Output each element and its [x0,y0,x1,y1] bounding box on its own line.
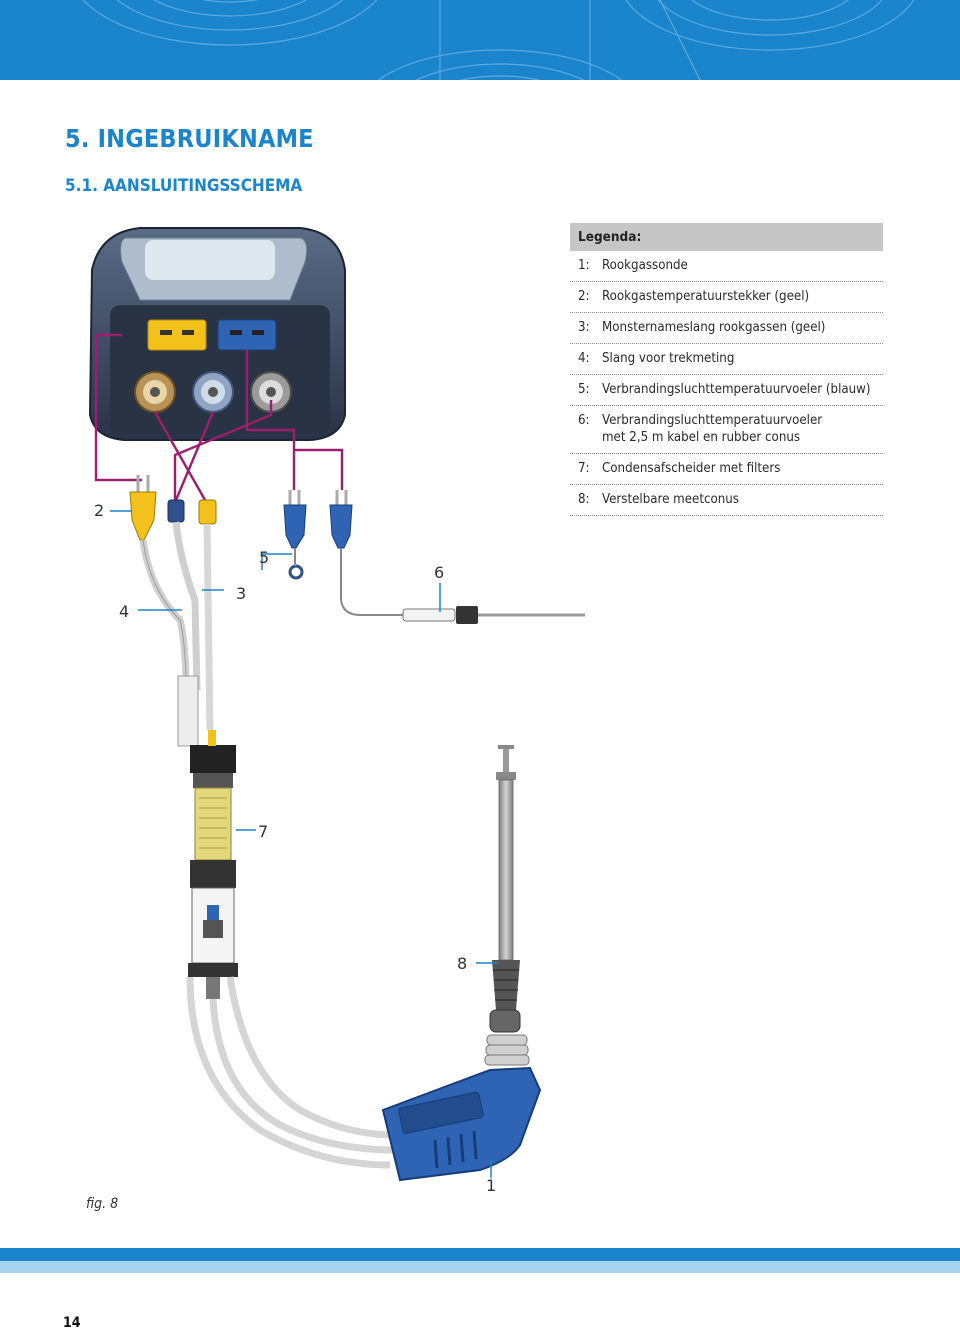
legend-item-label: Verbrandingsluchttemperatuurvoeler (blau… [602,382,871,397]
yellow-thermocouple-plug [129,475,157,541]
callout-leaders [110,510,498,1178]
legend-item-number: 4: [578,351,590,366]
blue-probe-cable-plug [329,490,585,624]
legend-item-label: Verbrandingsluchttemperatuurvoeler [602,413,823,428]
legend-item-number: 2: [578,289,590,304]
callout-4: 4 [119,602,130,621]
legend-item-label: Rookgastemperatuurstekker (geel) [602,289,810,304]
figure-caption: fig. 8 [86,1196,119,1212]
legend-box: Legenda: 1: Rookgassonde 2: Rookgastempe… [570,223,883,516]
callout-3: 3 [236,584,247,603]
legend-title: Legenda: [570,223,883,251]
legend-item: 5: Verbrandingsluchttemperatuurvoeler (b… [570,375,883,406]
header-banner [0,0,960,80]
callout-1: 1 [486,1176,497,1195]
callout-7: 7 [258,822,269,841]
legend-item-label: Slang voor trekmeting [602,351,735,366]
callout-2: 2 [94,501,105,520]
legend-item-number: 5: [578,382,590,397]
callout-6: 6 [434,563,445,582]
footer-band [0,1248,960,1261]
section-title: 5.1. AANSLUITINGSSCHEMA [65,176,303,196]
hoses [139,521,214,747]
legend-item-label: Condensafscheider met filters [602,461,781,476]
legend-item: 6: Verbrandingsluchttemperatuurvoeler me… [570,406,883,454]
legend-item: 1: Rookgassonde [570,251,883,282]
analyzer-device [88,227,346,441]
banner-swirl-decoration [82,0,915,80]
legend-item-number: 7: [578,461,590,476]
hoses-to-probe [186,976,396,1169]
legend-item-label: Monsternameslang rookgassen (geel) [602,320,826,335]
legend-item-number: 8: [578,492,590,507]
callout-8: 8 [457,954,468,973]
legend-item-number: 1: [578,258,590,273]
connection-diagram [88,227,585,1182]
blue-socket [217,319,277,351]
gas-hose-connector-yellow [198,499,217,525]
condensate-trap [188,730,238,999]
legend-item: 4: Slang voor trekmeting [570,344,883,375]
blue-temperature-plug [283,490,307,580]
legend-item-label: Rookgassonde [602,258,688,273]
page-number: 14 [63,1315,81,1331]
flue-gas-probe [381,745,542,1182]
gas-hose-connector-blue [167,499,185,523]
yellow-socket [147,319,207,351]
callout-5: 5 [259,548,270,567]
legend-item-label-block: Verbrandingsluchttemperatuurvoeler met 2… [602,412,883,446]
legend-item: 2: Rookgastemperatuurstekker (geel) [570,282,883,313]
connection-lines [94,333,344,501]
footer-band-light [0,1261,960,1273]
legend-item-number: 6: [578,413,590,428]
chapter-title: 5. INGEBRUIKNAME [65,124,314,153]
legend-item: 7: Condensafscheider met filters [570,454,883,485]
legend-item-label-line2: met 2,5 m kabel en rubber conus [602,430,801,445]
legend-item-label: Verstelbare meetconus [602,492,739,507]
legend-item: 3: Monsternameslang rookgassen (geel) [570,313,883,344]
legend-item-number: 3: [578,320,590,335]
legend-item: 8: Verstelbare meetconus [570,485,883,516]
